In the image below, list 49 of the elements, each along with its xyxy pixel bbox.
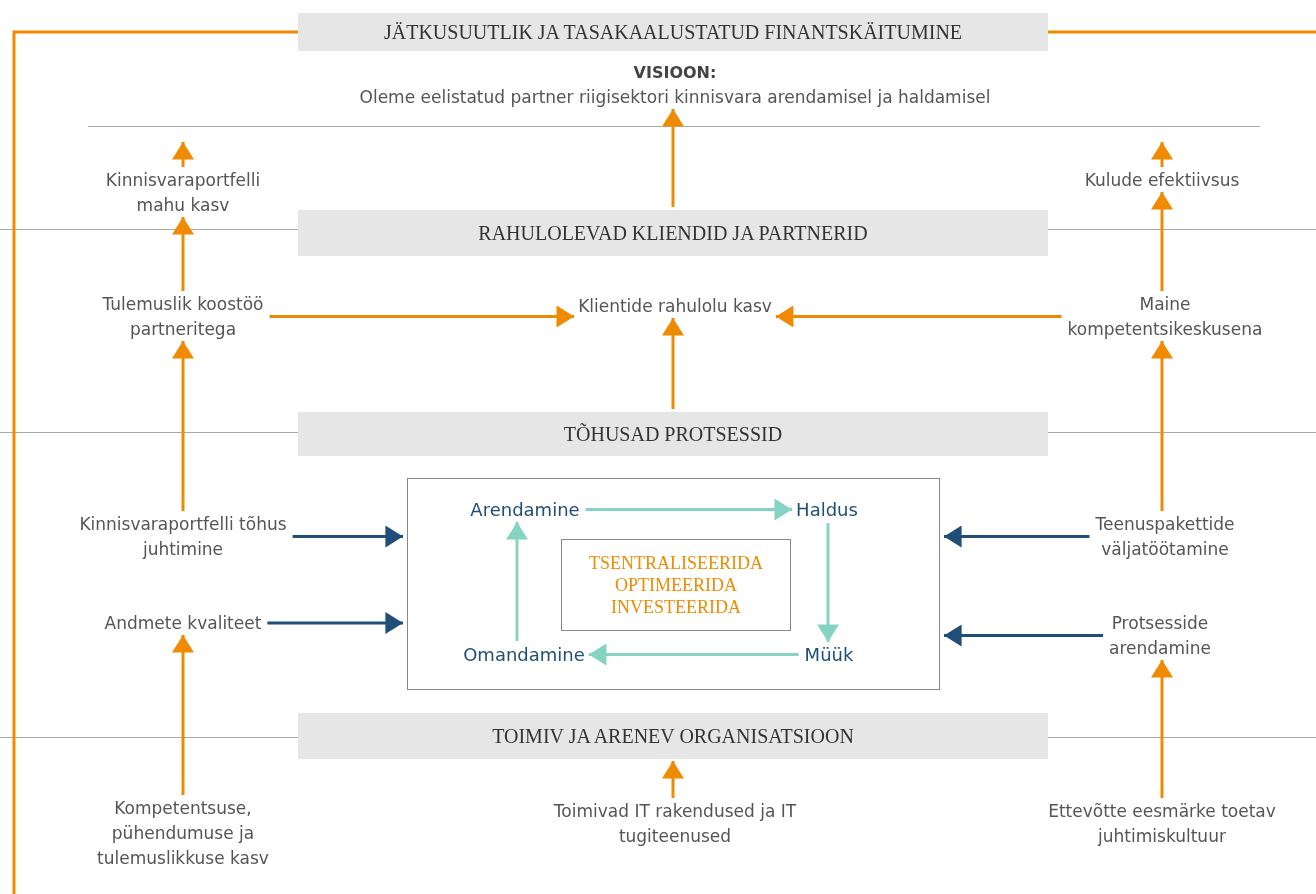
arrow (662, 318, 684, 409)
process-step: Haldus (787, 497, 867, 522)
objective-text: Toimivad IT rakendused ja IT tugiteenused (552, 800, 798, 848)
perspective-title: TÕHUSAD PROTSESSID (563, 421, 783, 447)
arrow (944, 525, 1090, 548)
arrow (662, 761, 684, 798)
perspective-title: JÄTKUSUUTLIK JA TASAKAALUSTATUD FINANTSKÄITUMINE (383, 19, 963, 45)
objective-text: Teenuspakettide väljatöötamine (1094, 513, 1236, 561)
process-step: Müük (789, 642, 869, 667)
arrow (1151, 341, 1173, 511)
arrow (662, 109, 684, 207)
objective-text: Andmete kvaliteet (103, 612, 263, 635)
objective-text: Klientide rahulolu kasv (577, 295, 773, 318)
frame-line (1151, 142, 1173, 167)
arrow (506, 522, 528, 641)
arrow (775, 305, 1062, 328)
vision-heading: VISIOON: (632, 62, 718, 84)
arrow (585, 498, 793, 521)
objective-text: Kompetentsuse, pühendumuse ja tulemuslikkuse kasv (96, 797, 270, 870)
arrow (269, 305, 575, 328)
objective-text: Kinnisvaraportfelli tõhus juhtimine (78, 513, 288, 561)
objective-text: Ettevõtte eesmärke toetav juhtimiskultuur (1047, 800, 1277, 848)
arrow (1151, 192, 1173, 291)
arrow (267, 612, 403, 634)
objective-text: Kinnisvaraportfelli mahu kasv (104, 169, 262, 217)
strategy-box (561, 539, 791, 631)
objective-text: Tulemuslik koostöö partneritega (101, 293, 265, 341)
perspective-band (298, 13, 1048, 51)
process-step: Arendamine (465, 497, 585, 522)
frame-line (172, 142, 194, 167)
arrow (944, 624, 1103, 647)
process-frame (407, 478, 940, 690)
arrow (292, 525, 403, 548)
arrow (172, 635, 194, 795)
objective-text: Protsesside arendamine (1108, 612, 1212, 660)
strategy-text: TSENTRALISEERIDA OPTIMEERIDA INVESTEERIDA (588, 552, 764, 618)
frame-line (1048, 30, 1316, 34)
arrow (172, 341, 194, 511)
arrow (817, 523, 839, 642)
perspective-title: RAHULOLEVAD KLIENDID JA PARTNERID (478, 220, 868, 246)
perspective-title: TOIMIV JA ARENEV ORGANISATSIOON (492, 723, 854, 749)
arrow (588, 643, 799, 666)
frame-line (12, 30, 298, 894)
process-step: Omandamine (454, 642, 594, 667)
arrow (1151, 660, 1173, 798)
vision-statement: Oleme eelistatud partner riigisektori kinnisvara arendamisel ja haldamisel (358, 86, 992, 109)
objective-text: Maine kompetentsikeskusena (1066, 293, 1264, 341)
arrow (172, 217, 194, 291)
objective-text: Kulude efektiivsus (1083, 169, 1241, 192)
